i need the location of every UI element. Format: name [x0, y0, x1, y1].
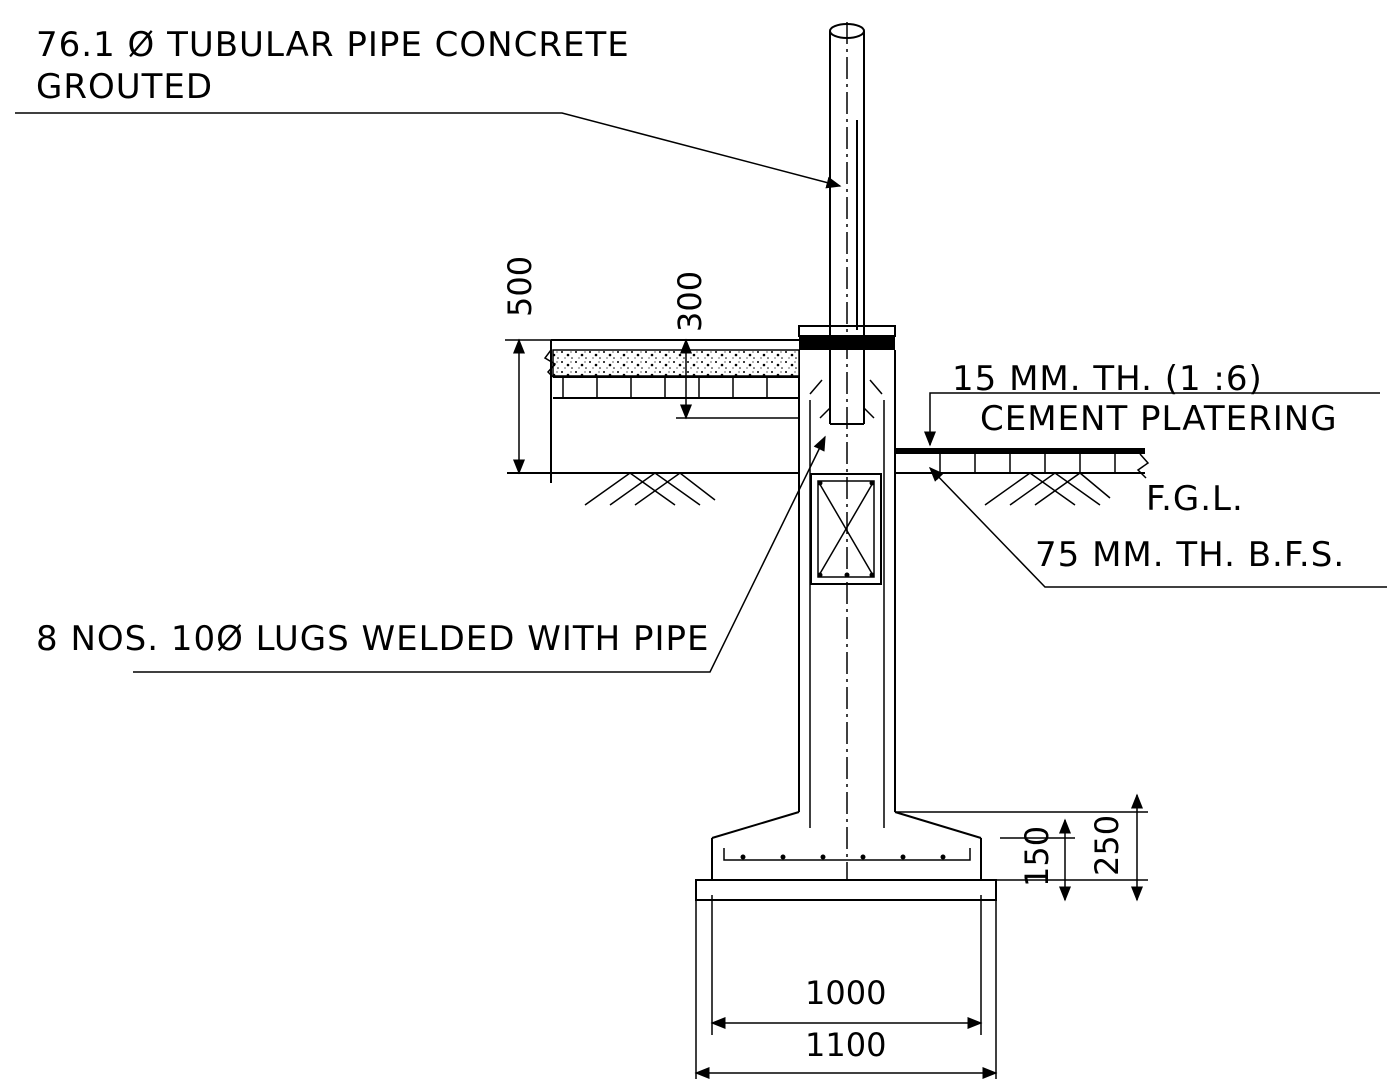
fgl-label: F.G.L.: [1146, 479, 1244, 519]
dimension-lines: [505, 338, 1148, 1079]
dim-1100: 1100: [805, 1026, 886, 1064]
pipe-label-line1: 76.1 Ø TUBULAR PIPE CONCRETE: [36, 25, 630, 65]
left-slab: [507, 339, 800, 506]
lugs-label: 8 NOS. 10Ø LUGS WELDED WITH PIPE: [36, 619, 710, 659]
plaster-label-line2: CEMENT PLATERING: [980, 399, 1338, 439]
right-ground: [895, 448, 1150, 506]
leader-lines: [15, 112, 1387, 673]
dim-150: 150: [1018, 826, 1056, 887]
dim-500: 500: [501, 256, 539, 317]
dim-1000: 1000: [805, 974, 886, 1012]
bfs-label: 75 MM. TH. B.F.S.: [1035, 535, 1345, 575]
plaster-label-line1: 15 MM. TH. (1 :6): [952, 359, 1263, 399]
dim-300: 300: [671, 271, 709, 332]
footing: [695, 811, 997, 901]
dim-250: 250: [1088, 815, 1126, 876]
pipe-label-line2: GROUTED: [36, 67, 213, 107]
pedestal-column: [798, 325, 896, 828]
